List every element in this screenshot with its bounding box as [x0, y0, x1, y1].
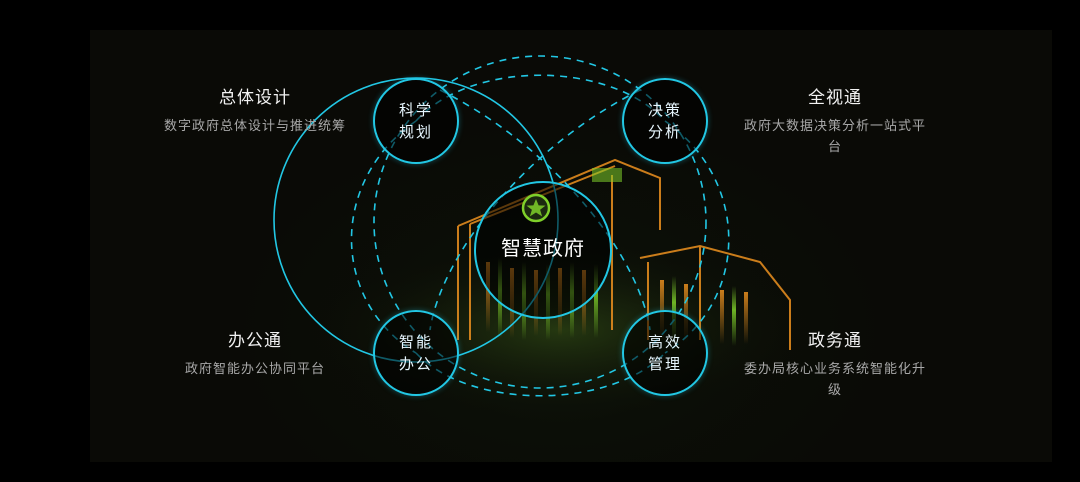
node-smart-office[interactable]: 智能 办公: [373, 310, 459, 396]
node-label-line2: 办公: [398, 355, 433, 373]
center-label: 智慧政府: [501, 236, 585, 260]
feature-overall-design: 总体设计 数字政府总体设计与推进统筹: [125, 87, 385, 137]
node-decision-analysis[interactable]: 决策 分析: [622, 78, 708, 164]
node-label-line1: 智能: [398, 333, 433, 351]
feature-description: 政府大数据决策分析一站式平台: [743, 119, 926, 155]
feature-title: 全视通: [808, 88, 862, 108]
feature-description: 委办局核心业务系统智能化升级: [743, 362, 926, 398]
node-science-planning[interactable]: 科学 规划: [373, 78, 459, 164]
node-label-line1: 高效: [647, 333, 682, 351]
node-label-line1: 决策: [647, 101, 682, 119]
node-label-line1: 科学: [398, 101, 433, 119]
feature-title: 总体设计: [219, 88, 291, 108]
feature-affairs-connect: 政务通 委办局核心业务系统智能化升级: [705, 330, 965, 401]
feature-title: 政务通: [808, 331, 862, 351]
node-label-line2: 规划: [398, 123, 433, 141]
star-emblem-icon: [521, 193, 551, 223]
node-label-line2: 分析: [647, 123, 682, 141]
feature-full-view: 全视通 政府大数据决策分析一站式平台: [705, 87, 965, 158]
feature-description: 政府智能办公协同平台: [184, 362, 325, 377]
feature-title: 办公通: [228, 331, 282, 351]
feature-office-connect: 办公通 政府智能办公协同平台: [125, 330, 385, 380]
node-efficient-management[interactable]: 高效 管理: [622, 310, 708, 396]
node-label-line2: 管理: [647, 355, 682, 373]
center-circle: [474, 181, 612, 319]
feature-description: 数字政府总体设计与推进统筹: [163, 119, 346, 134]
